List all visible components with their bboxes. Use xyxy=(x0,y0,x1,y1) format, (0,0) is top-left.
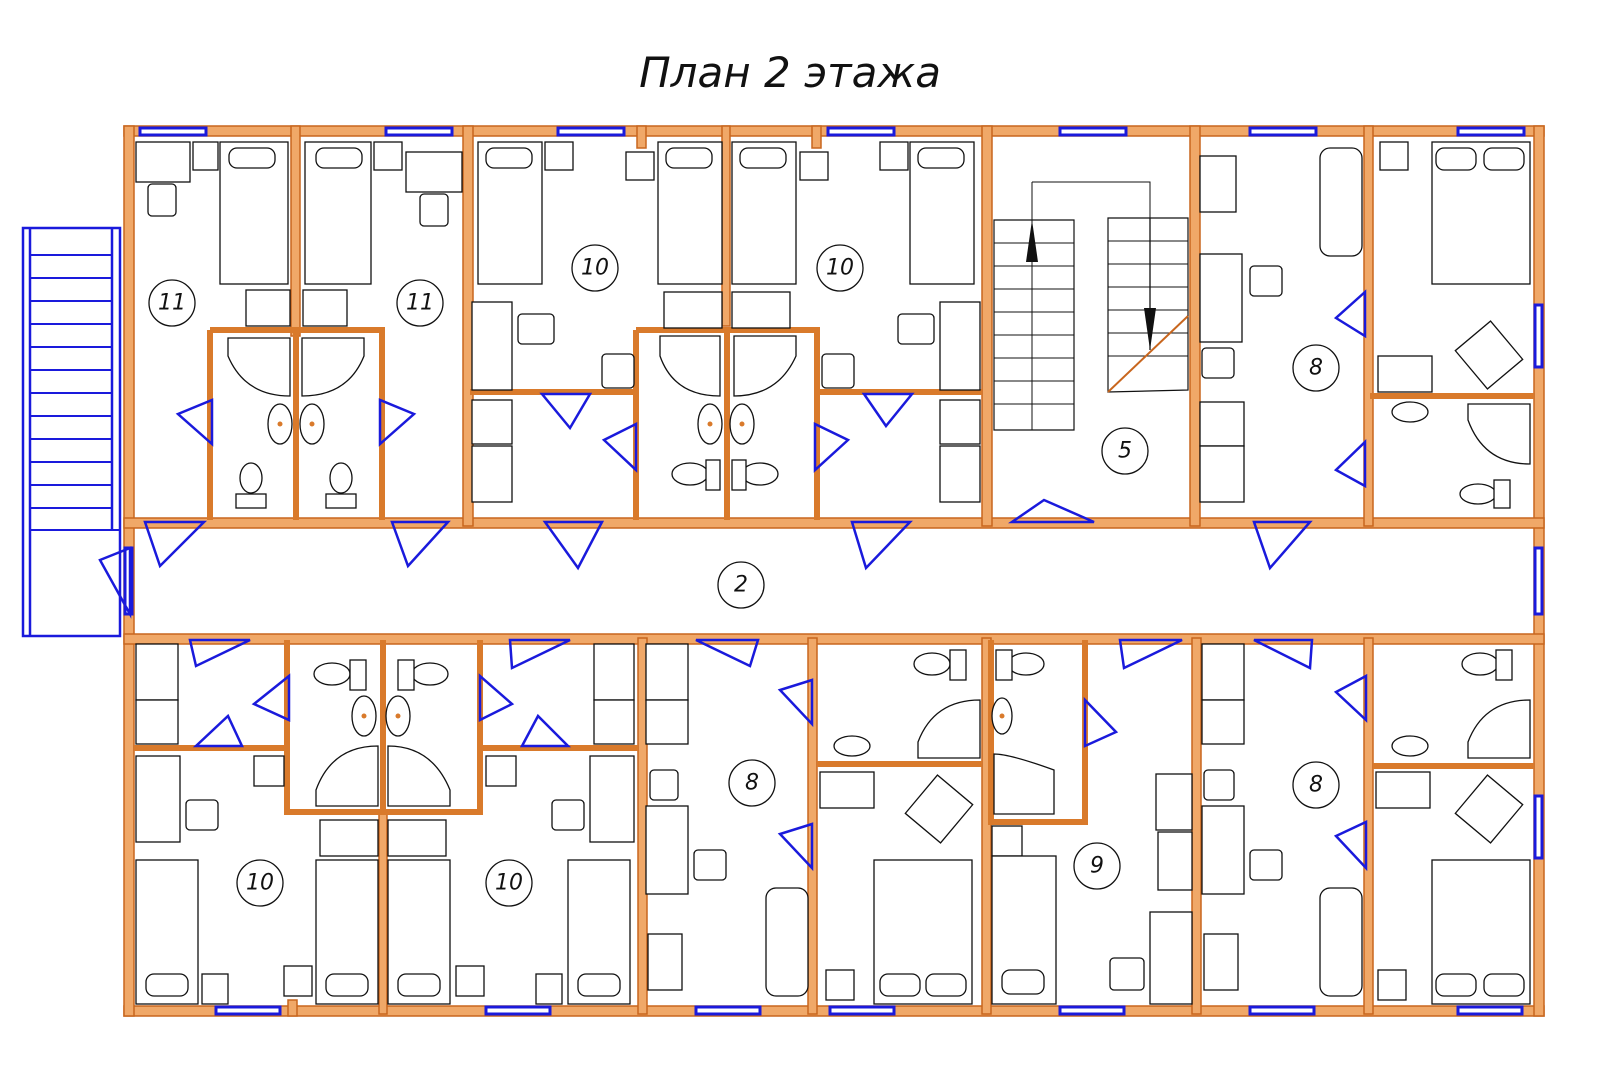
svg-text:10: 10 xyxy=(826,256,854,281)
furniture-top xyxy=(135,141,1531,509)
room-tag-top-3: 10 xyxy=(571,244,619,292)
svg-text:11: 11 xyxy=(158,291,186,316)
room-tag-top-6: 8 xyxy=(1292,344,1340,392)
main-staircase xyxy=(993,181,1189,431)
room-tag-bot-3: 8 xyxy=(728,759,776,807)
room-tag-bot-6: 8 xyxy=(1292,761,1340,809)
room-tag-bot-2: 10 xyxy=(485,859,533,907)
svg-text:10: 10 xyxy=(495,871,523,896)
svg-text:10: 10 xyxy=(246,871,274,896)
room-tag-corridor: 2 xyxy=(717,561,765,609)
room-tags: 11 11 10 10 5 8 2 10 xyxy=(148,244,1340,907)
room-tag-stair-hall: 5 xyxy=(1101,427,1149,475)
svg-text:8: 8 xyxy=(1309,773,1323,798)
room-tag-bot-5: 9 xyxy=(1073,842,1121,890)
windows xyxy=(123,126,1544,1016)
furniture-bottom xyxy=(135,643,1531,1005)
room-tag-top-2: 11 xyxy=(396,279,444,327)
svg-text:5: 5 xyxy=(1118,439,1132,464)
room-tag-bot-1: 10 xyxy=(236,859,284,907)
room-tag-top-4: 10 xyxy=(816,244,864,292)
external-staircase xyxy=(21,226,122,638)
svg-text:8: 8 xyxy=(745,771,759,796)
doors xyxy=(98,289,1368,872)
svg-text:2: 2 xyxy=(734,573,748,598)
room-tag-top-1: 11 xyxy=(148,279,196,327)
svg-text:8: 8 xyxy=(1309,356,1323,381)
svg-text:9: 9 xyxy=(1090,854,1104,879)
svg-text:10: 10 xyxy=(581,256,609,281)
floor-plan: 11 11 10 10 5 8 2 10 xyxy=(21,125,1545,1017)
svg-text:11: 11 xyxy=(406,291,434,316)
plan-title: План 2 этажа xyxy=(639,48,941,97)
